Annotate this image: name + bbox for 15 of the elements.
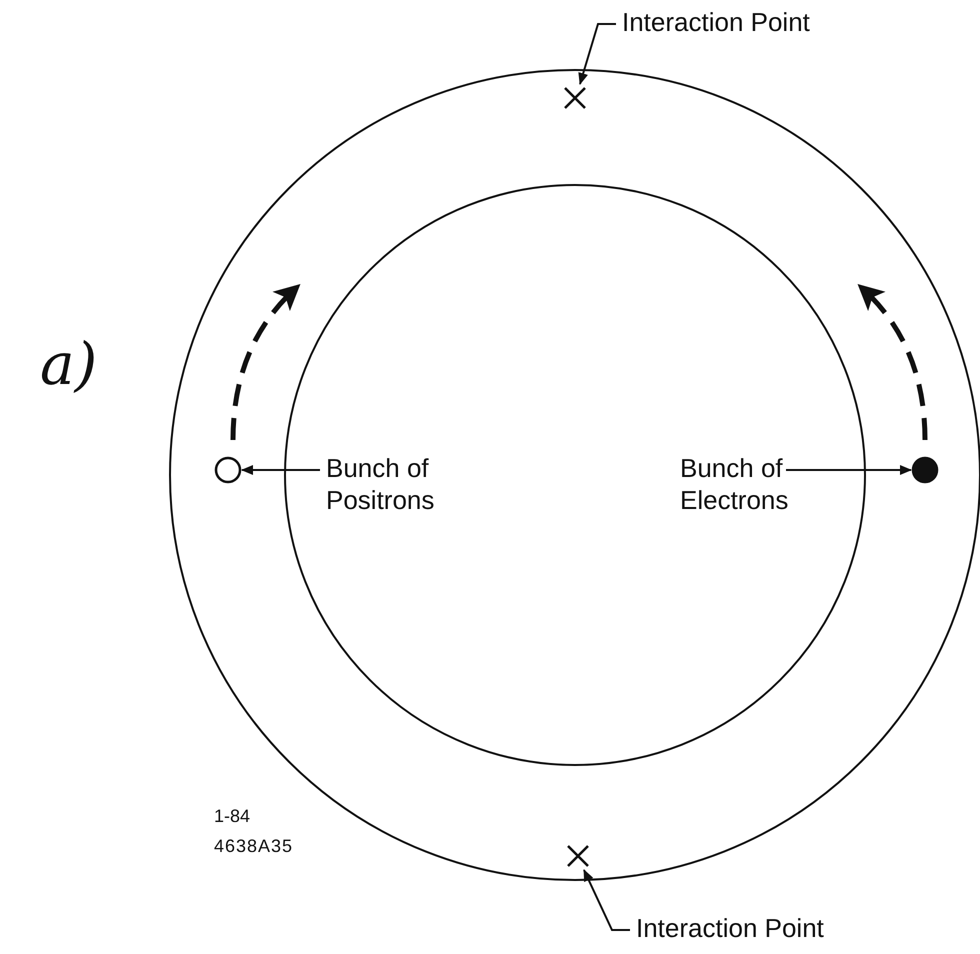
leader-line: [578, 23, 616, 85]
panel-label: a): [40, 330, 98, 398]
open-circle: [214, 456, 242, 484]
figure-code: 1-84: [214, 806, 250, 827]
figure-code: 4638A35: [214, 836, 294, 857]
leader-line: [786, 465, 912, 475]
callout-label: Interaction Point: [636, 912, 856, 944]
leader-line: [241, 465, 320, 475]
callout-label: Bunch of Electrons: [680, 452, 800, 516]
callout-label: Interaction Point: [622, 6, 842, 38]
cross-mark: [564, 86, 586, 110]
leader-line: [583, 869, 630, 931]
filled-circle: [912, 456, 938, 484]
cross-mark: [566, 844, 590, 868]
callout-label: Bunch of Positrons: [326, 452, 446, 516]
